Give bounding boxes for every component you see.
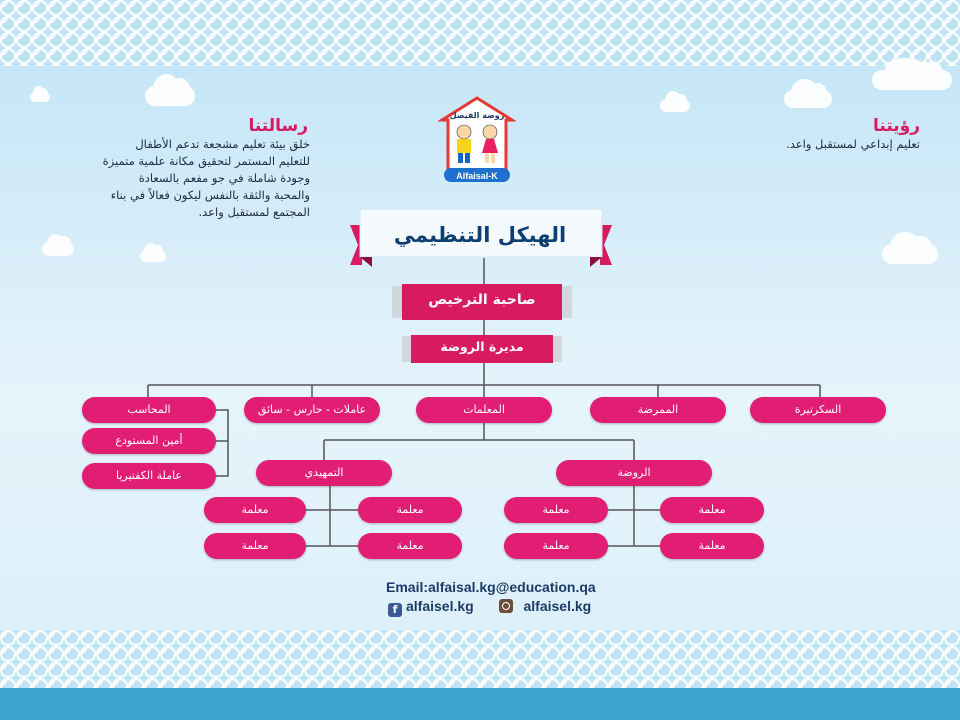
mission-line: المجتمع لمستقبل واعد. (198, 205, 310, 219)
nurse-box: الممرضة (590, 397, 726, 423)
storekeeper-box: أمين المستودع (82, 428, 216, 454)
mission-text: خلق بيئة تعليم مشجعة تدعم الأطفال للتعلي… (20, 136, 310, 221)
chart-title: الهيكل التنظيمي (393, 223, 567, 247)
preparatory-stage-box: التمهيدي (256, 460, 392, 486)
license-holder-box: صاحبة الترخيص (428, 292, 536, 308)
cafeteria-worker-box: عاملة الكفتيريا (82, 463, 216, 489)
cloud-decoration (140, 242, 166, 262)
mission-line: والمحبة والثقة بالنفس ليكون فعالاً في بن… (110, 188, 310, 202)
cloud-decoration (784, 79, 832, 108)
teacher-box: معلمة (660, 533, 764, 559)
workers-box: عاملات - حارس - سائق (244, 397, 380, 423)
accountant-box: المحاسب (82, 397, 216, 423)
teacher-box: معلمة (204, 497, 306, 523)
instagram-handle[interactable]: alfaisel.kg (523, 598, 592, 614)
instagram-icon (499, 599, 514, 613)
principal-box: مديرة الروضة (440, 339, 524, 354)
teacher-box: معلمة (358, 533, 462, 559)
principal-ribbon (402, 335, 562, 363)
contact-email[interactable]: Email:alfaisal.kg@education.qa (386, 579, 596, 595)
title-banner (350, 208, 612, 267)
mission-line: للتعليم المستمر لتحقيق مكانة علمية متميز… (102, 154, 310, 168)
teacher-box: معلمة (504, 533, 608, 559)
mission-line: خلق بيئة تعليم مشجعة تدعم الأطفال (135, 137, 310, 151)
vision-text: تعليم إبداعي لمستقبل واعد. (786, 137, 920, 151)
facebook-icon: f (388, 603, 402, 617)
teacher-box: معلمة (504, 497, 608, 523)
logo-arabic-text: روضة الفيصل (450, 111, 505, 120)
cloud-decoration (660, 91, 690, 112)
facebook-handle[interactable]: alfaisel.kg (406, 598, 474, 614)
mission-title: رسالتنا (248, 116, 308, 136)
secretary-box: السكرتيرة (750, 397, 886, 423)
teacher-box: معلمة (660, 497, 764, 523)
cloud-decoration (30, 86, 50, 102)
top-pattern-band (0, 0, 960, 66)
footer-bar (0, 688, 960, 720)
cloud-decoration (882, 232, 938, 264)
alfaisal-logo: روضة الفيصل Alfaisal-K (438, 96, 516, 182)
cloud-decoration (145, 74, 195, 106)
logo-latin-text: Alfaisal-K (456, 171, 498, 181)
kindergarten-stage-box: الروضة (556, 460, 712, 486)
social-row: f alfaisel.kg alfaisel.kg (388, 598, 591, 617)
teacher-box: معلمة (204, 533, 306, 559)
teachers-box: المعلمات (416, 397, 552, 423)
cloud-decoration (872, 58, 952, 90)
license-holder-ribbon (392, 284, 572, 320)
cloud-decoration (42, 233, 74, 256)
vision-title: رؤيتنا (873, 116, 920, 136)
mission-line: وجودة شاملة في جو مفعم بالسعادة (138, 171, 310, 185)
bottom-pattern-band (0, 630, 960, 688)
teacher-box: معلمة (358, 497, 462, 523)
